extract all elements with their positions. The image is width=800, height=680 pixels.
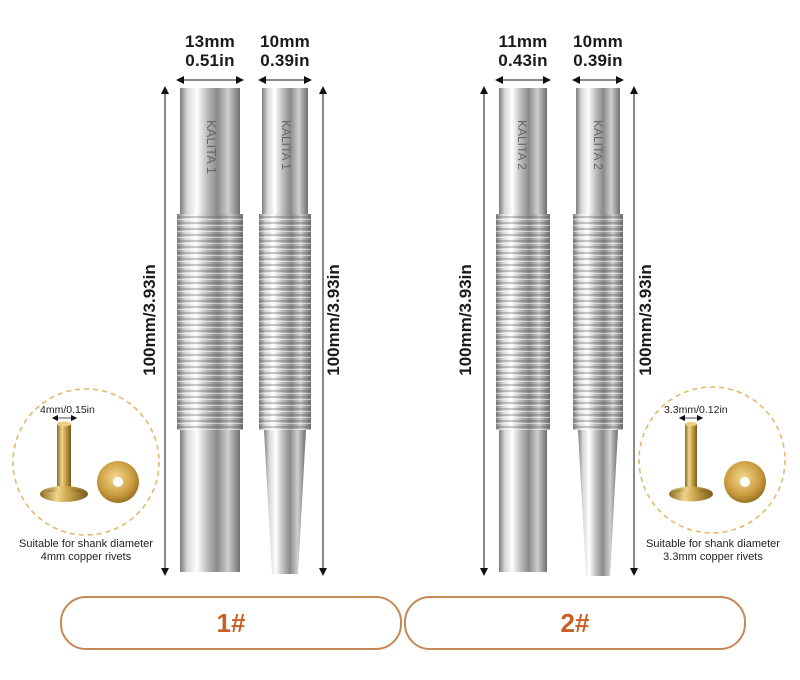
rivet-detail-circle-2	[638, 386, 786, 534]
note-line: Suitable for shank diameter	[646, 538, 780, 550]
width-mm: 11mm	[498, 32, 548, 51]
width-label-1a: 13mm 0.51in	[170, 32, 250, 70]
width-mm: 10mm	[260, 32, 310, 51]
rivet-size-1: 4mm/0.15in	[40, 404, 95, 416]
width-label-2b: 10mm 0.39in	[558, 32, 638, 70]
width-mm: 10mm	[573, 32, 623, 51]
copper-rivet-icon	[40, 421, 88, 502]
rivet-note-2: Suitable for shank diameter 3.3mm copper…	[632, 538, 794, 564]
set-label-text: 1#	[216, 607, 246, 638]
set-label-2: 2#	[404, 596, 746, 650]
rivet-note-1: Suitable for shank diameter 4mm copper r…	[6, 538, 166, 564]
width-in: 0.39in	[573, 51, 623, 70]
svg-text:KALITA 1: KALITA 1	[204, 120, 219, 174]
svg-text:KALITA 2: KALITA 2	[515, 120, 529, 170]
width-in: 0.43in	[498, 51, 548, 70]
svg-text:KALITA 1: KALITA 1	[279, 120, 293, 170]
width-label-1b: 10mm 0.39in	[245, 32, 325, 70]
punch-2a: KALITA 2	[496, 88, 550, 572]
rivet-detail-circle-1	[12, 388, 160, 536]
width-label-2a: 11mm 0.43in	[483, 32, 563, 70]
length-label-2b: 100mm/3.93in	[636, 264, 655, 376]
punch-1b: KALITA 1	[259, 88, 311, 574]
length-label-1b: 100mm/3.93in	[324, 264, 343, 376]
set-label-text: 2#	[560, 607, 590, 638]
rivet-size-2: 3.3mm/0.12in	[664, 404, 728, 416]
width-in: 0.51in	[185, 51, 235, 70]
length-label-2a: 100mm/3.93in	[456, 264, 475, 376]
note-line: Suitable for shank diameter	[19, 538, 153, 550]
punch-1a: KALITA 1	[177, 88, 243, 572]
punch-2b: KALITA 2	[573, 88, 623, 576]
svg-text:KALITA 2: KALITA 2	[591, 120, 605, 170]
copper-washer-icon	[97, 461, 139, 503]
set-label-1: 1#	[60, 596, 402, 650]
width-mm: 13mm	[185, 32, 235, 51]
copper-rivet-icon	[669, 421, 713, 502]
note-line: 3.3mm copper rivets	[663, 551, 763, 563]
note-line: 4mm copper rivets	[40, 551, 132, 563]
copper-washer-icon	[724, 461, 766, 503]
length-label-1a: 100mm/3.93in	[140, 264, 159, 376]
width-in: 0.39in	[260, 51, 310, 70]
